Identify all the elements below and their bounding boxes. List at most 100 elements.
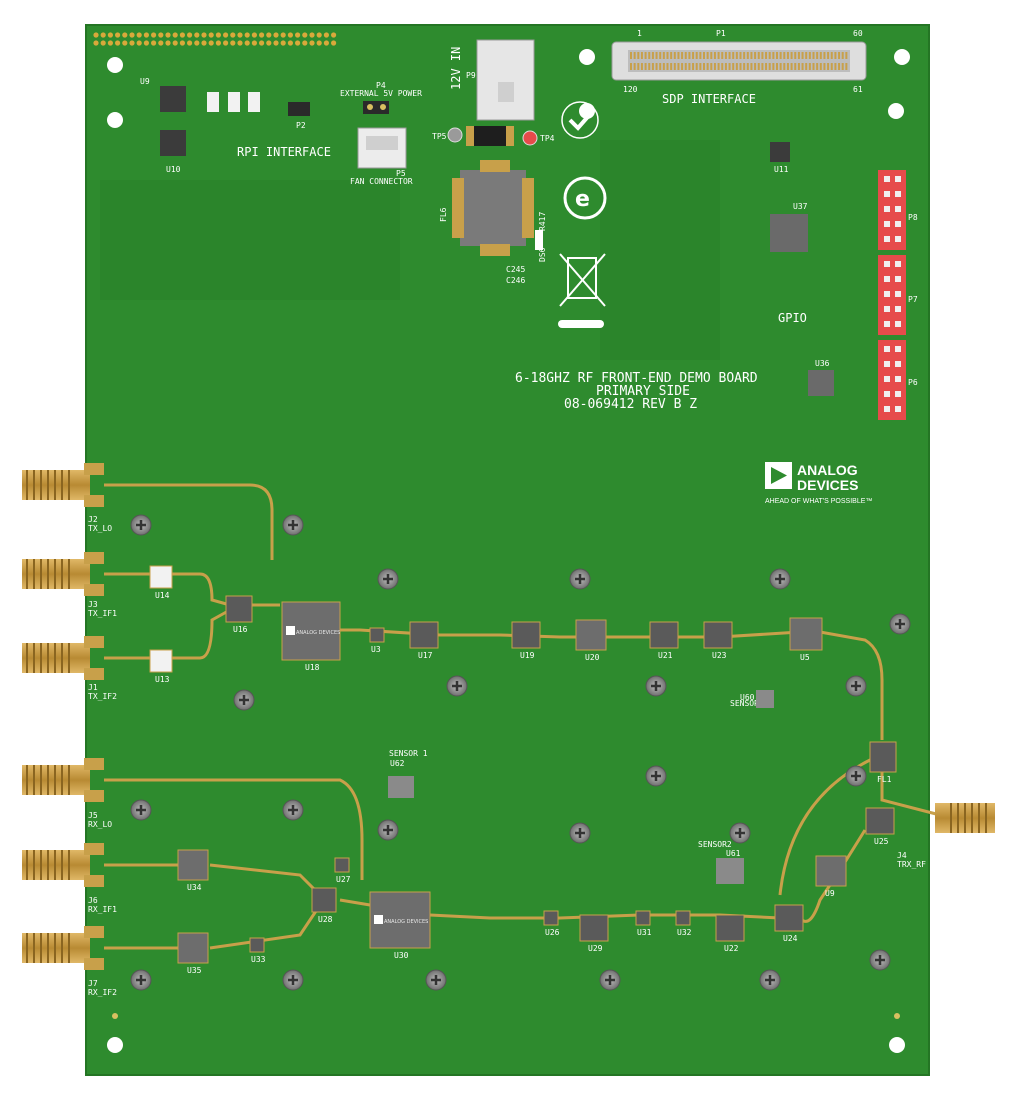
gpio-pin [895,221,901,227]
ext-power-header-p4[interactable] [363,101,389,114]
rf-chip-u16 [225,595,253,623]
tp4-label: TP4 [540,134,555,143]
sdp-pin [706,52,709,59]
rpi-header-pin [295,32,301,38]
rpi-header-pin [287,40,293,46]
rpi-header-pin [100,32,106,38]
chip-ref-label: U5 [800,653,810,662]
gpio-pin [895,361,901,367]
sdp-pin [827,52,830,59]
ds6-label: DS6 [538,247,547,262]
rf-chip-u22 [715,914,745,942]
sdp-pin [750,63,753,70]
sma-thread [40,470,42,500]
rf-chip-u33 [249,937,265,953]
rf-chip-u17 [409,621,439,649]
screw-cross [136,520,146,530]
rf-chip-u14 [149,565,173,589]
sdp-pin [757,52,760,59]
sdp-pin [761,63,764,70]
sma-thread [40,850,42,880]
screw-cross [383,574,393,584]
p2-label: P2 [296,121,306,130]
rpi-header-pin [100,40,106,46]
sdp-pin [677,63,680,70]
connector-ref-label: J5 [88,811,98,820]
rpi-header-pin [208,32,214,38]
chip-ref-label: U30 [394,951,409,960]
weee-bin-icon [558,253,606,328]
rpi-header-pin [165,32,171,38]
u11-label: U11 [774,165,789,174]
sdp-pin [655,52,658,59]
sdp-pin [790,63,793,70]
sdp-pin [783,63,786,70]
sma-thread [47,850,49,880]
fan-connector-label: FAN CONNECTOR [350,177,413,186]
rf-chip-u19 [511,621,541,649]
logo-line1: ANALOG [797,462,858,478]
analog-devices-logo: ANALOG DEVICES AHEAD OF WHAT'S POSSIBLE™ [765,462,872,505]
rf-chip-u26 [543,910,559,926]
gpio-pin [895,406,901,412]
rpi-header-pin [230,40,236,46]
sdp-pin [692,63,695,70]
sdp-pin [684,63,687,70]
fan-connector-p5[interactable] [357,127,407,169]
sma-pad [84,843,104,855]
rpi-header-pin [259,32,265,38]
sma-pad [84,584,104,596]
sdp-interface-label: SDP INTERFACE [662,92,756,106]
mounting-holes [107,49,910,1053]
sensor1-label: SENSOR 1 [389,749,428,758]
connector-name-label: RX_IF2 [88,988,117,997]
chip-ref-label: U20 [585,653,600,662]
gpio-pin [895,206,901,212]
sdp-pin [779,63,782,70]
sdp-pin [713,63,716,70]
u61-label: U61 [726,849,741,858]
sdp-pin [732,52,735,59]
rpi-header-pin [266,32,272,38]
sma-thread [47,765,49,795]
chip-ref-label: U24 [783,934,798,943]
power-jack-p9[interactable] [476,39,535,121]
gpio-pin [884,306,890,312]
sdp-pin [673,52,676,59]
sdp-pin [637,63,640,70]
chip-ref-label: U31 [637,928,652,937]
sdp-connector-p1[interactable] [611,41,867,81]
chip-ref-label: U22 [724,944,739,953]
sdp-pin [808,52,811,59]
sma-thread [26,643,28,673]
sdp-pin [841,52,844,59]
rpi-header-pin [287,32,293,38]
sma-thread [54,850,56,880]
sdp-pin [640,52,643,59]
sdp-pin [808,63,811,70]
sdp-pin [841,63,844,70]
sma-thread [33,470,35,500]
sma-thread [33,850,35,880]
gpio-headers[interactable] [878,170,906,420]
sma-thread [40,933,42,963]
sdp-pin [651,52,654,59]
sdp-pin [838,63,841,70]
sma-thread [33,559,35,589]
rpi-header-pin [237,32,243,38]
chip-ref-label: U19 [520,651,535,660]
screw-cross [851,681,861,691]
screw-cross [431,975,441,985]
gpio-pin [884,221,890,227]
sma-thread [68,850,70,880]
sdp-pin [801,52,804,59]
p1-pin60-label: 60 [853,29,863,38]
p4-label: P4 [376,81,386,90]
sma-thread [964,803,966,833]
p1-pin120-label: 120 [623,85,638,94]
sdp-pin [750,52,753,59]
sdp-pin [786,52,789,59]
sma-thread [985,803,987,833]
gpio-pin [895,261,901,267]
sdp-pin [827,63,830,70]
